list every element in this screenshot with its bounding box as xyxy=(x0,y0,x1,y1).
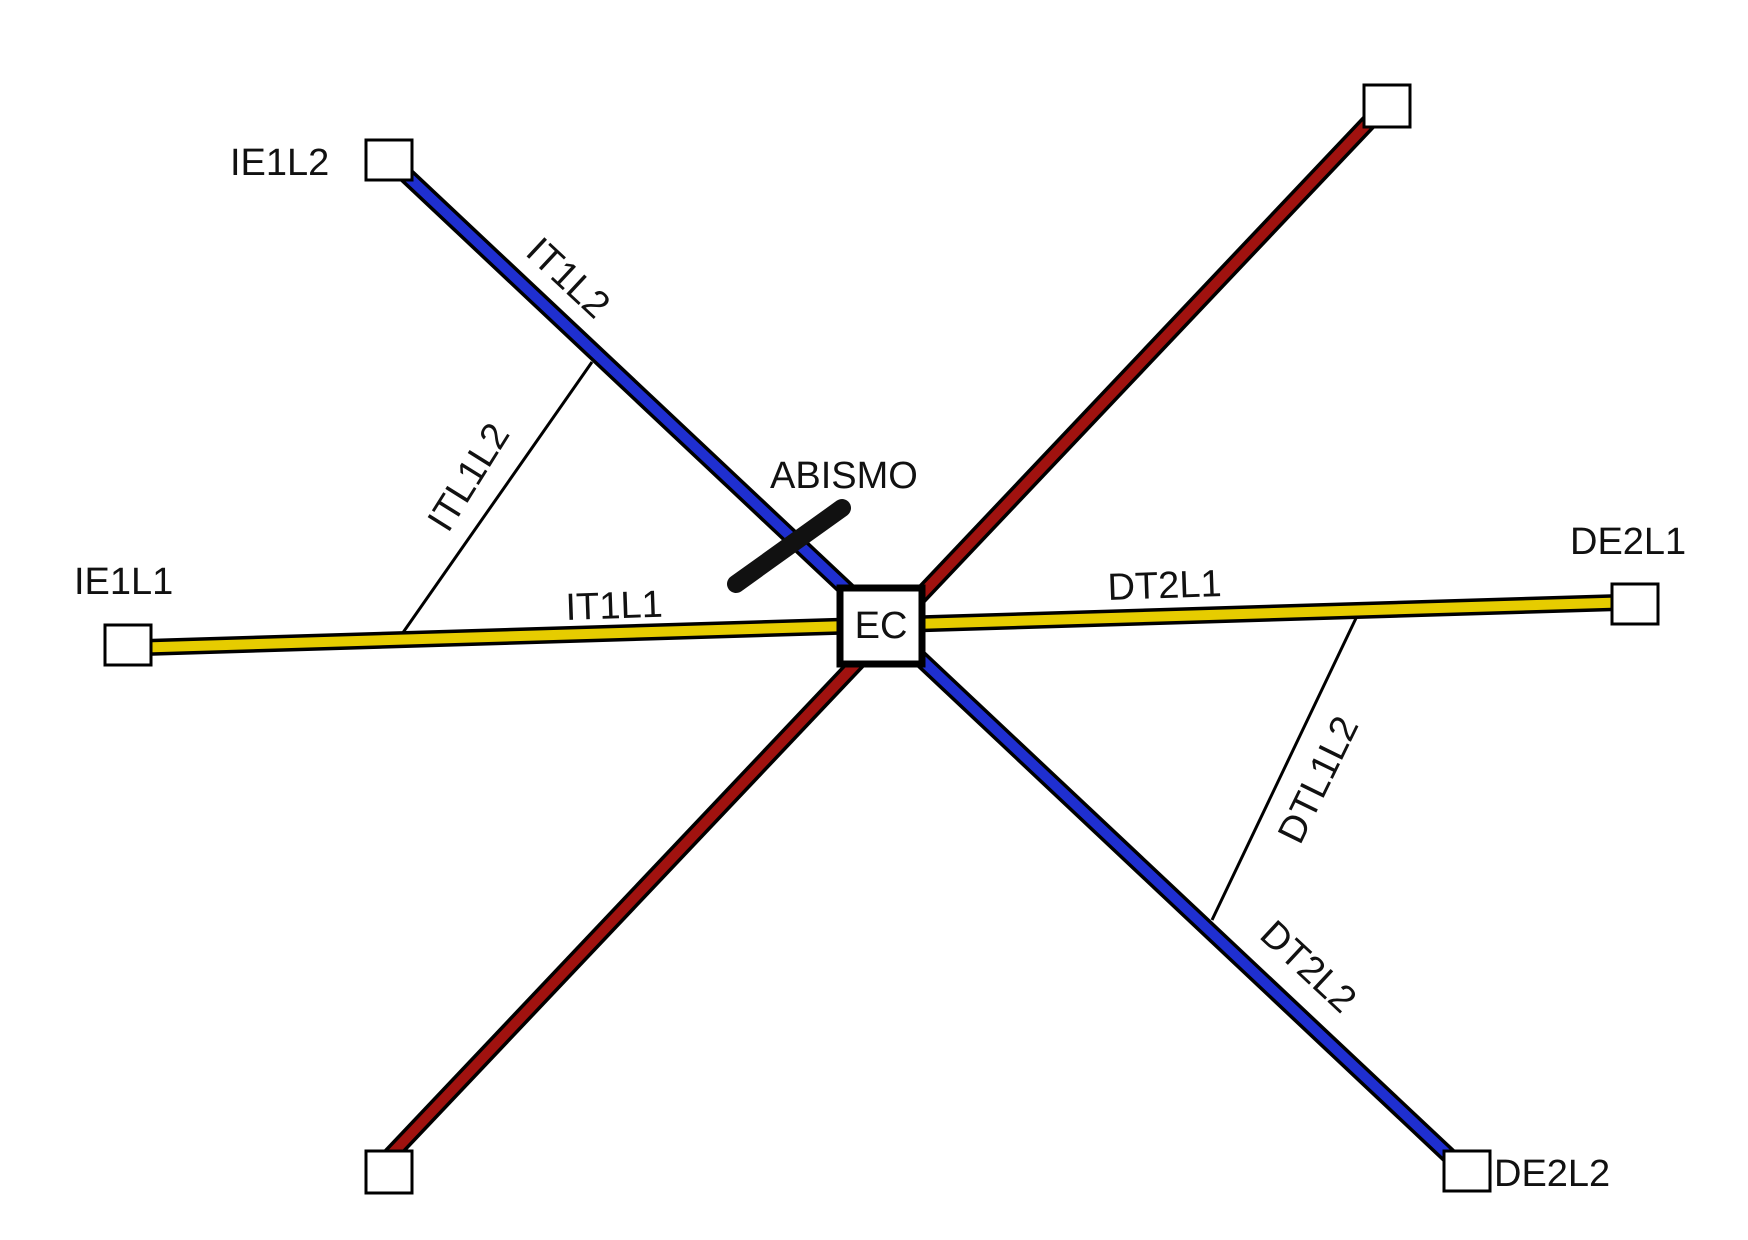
connector-dtl1l2-label: DTL1L2 xyxy=(1270,710,1367,850)
connector-dtl1l2 xyxy=(1210,613,1360,921)
abismo-break-mark xyxy=(727,499,851,593)
connector-itl1l2 xyxy=(400,361,594,635)
node-ie1l2 xyxy=(364,138,414,182)
edge-dt2l1-label: DT2L1 xyxy=(1107,563,1222,609)
center-node-ec xyxy=(836,584,926,668)
node-de2l1-label: DE2L1 xyxy=(1570,521,1686,563)
node-ie1l1 xyxy=(103,623,153,667)
edge-it1l2-label: IT1L2 xyxy=(518,230,618,327)
center-node-label: EC xyxy=(855,605,908,647)
node-ie1l1-label: IE1L1 xyxy=(74,561,173,603)
edge-dt2l2-label: DT2L2 xyxy=(1252,913,1364,1022)
node-top-right xyxy=(1362,83,1412,129)
node-ie1l2-label: IE1L2 xyxy=(230,142,329,184)
node-de2l2 xyxy=(1442,1149,1492,1193)
node-bottom-left xyxy=(364,1149,414,1195)
annotation-abismo: ABISMO xyxy=(770,455,918,497)
edge-it1l1-label: IT1L1 xyxy=(565,584,664,629)
connector-itl1l2-label: ITL1L2 xyxy=(420,416,518,539)
node-de2l1 xyxy=(1610,582,1660,626)
node-de2l2-label: DE2L2 xyxy=(1494,1153,1610,1195)
